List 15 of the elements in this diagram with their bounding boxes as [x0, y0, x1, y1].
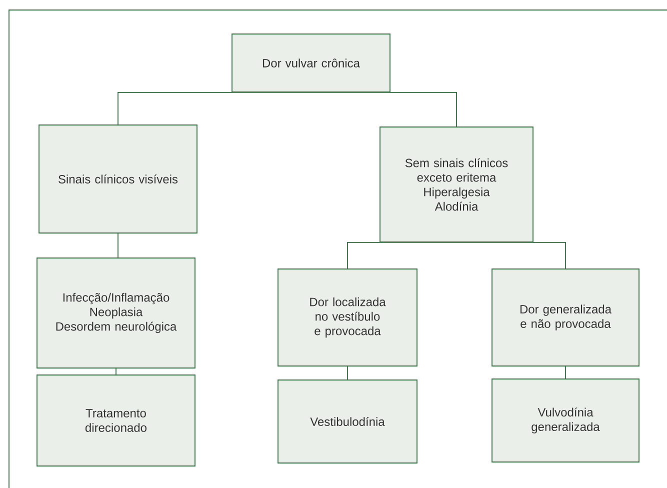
process-box: Sinais clínicos visíveis — [38, 124, 198, 234]
connector-line — [310, 92, 457, 127]
process-box: Dor generalizada e não provocada — [492, 268, 640, 366]
process-box: Sem sinais clínicos exceto eritema Hiperalgesia Alodínia — [380, 126, 534, 242]
connector-line — [118, 92, 312, 125]
connector-line — [565, 366, 566, 379]
connector-line — [347, 242, 457, 269]
connector-line — [456, 242, 566, 269]
process-box: Dor localizada no vestíbulo e provocada — [278, 268, 418, 366]
process-box: Tratamento direcionado — [36, 374, 196, 466]
process-box: Infecção/Inflamação Neoplasia Desordem neurológica — [36, 258, 196, 368]
process-box: Dor vulvar crônica — [232, 34, 390, 92]
process-box: Vulvodínia generalizada — [492, 378, 640, 462]
process-box: Vestibulodínia — [278, 380, 418, 464]
connector-line — [347, 366, 348, 380]
